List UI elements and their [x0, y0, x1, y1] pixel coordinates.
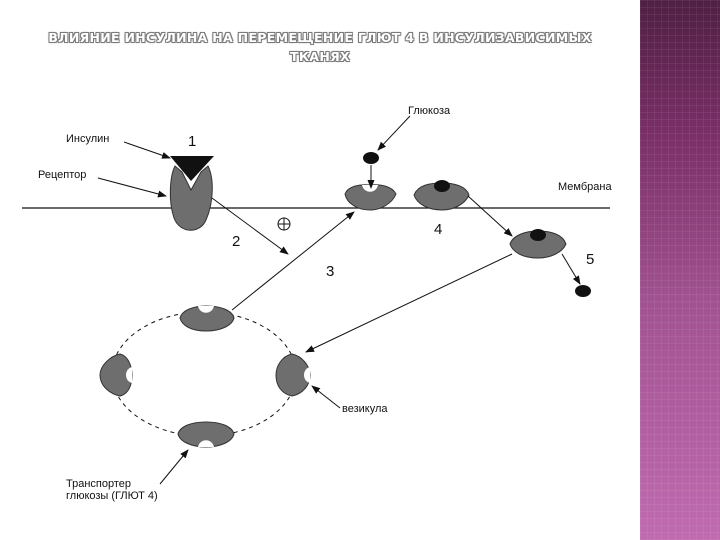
label-receptor: Рецептор	[38, 169, 86, 181]
label-insulin: Инсулин	[66, 133, 109, 145]
released-transporter	[509, 230, 567, 259]
plus-circle-icon	[277, 217, 291, 231]
vesicle-top-notch	[198, 306, 214, 313]
slide: ВЛИЯНИЕ ИНСУЛИНА НА ПЕРЕМЕЩЕНИЕ ГЛЮТ 4 В…	[22, 30, 613, 502]
membrane-transporter-1	[344, 184, 397, 211]
arrow-step2	[211, 197, 289, 255]
step-number-3: 3	[326, 263, 334, 280]
label-membrane: Мембрана	[558, 181, 612, 193]
glucose-molecule-released	[575, 285, 591, 297]
vesicle-transporter-left	[99, 353, 133, 397]
glut4-diagram: Глюкоза Инсулин Рецептор Мембрана везику…	[22, 105, 612, 502]
arrow-insulin-label	[123, 141, 171, 159]
slide-title: ВЛИЯНИЕ ИНСУЛИНА НА ПЕРЕМЕЩЕНИЕ ГЛЮТ 4 В…	[48, 30, 592, 64]
receptor-shape	[169, 165, 213, 231]
arrow-transporter-label	[159, 449, 189, 485]
glucose-bound-1	[434, 180, 450, 192]
label-transporter-line1: Транспортер	[66, 478, 131, 490]
arrow-step4	[467, 195, 513, 237]
arrow-recycle	[305, 253, 513, 353]
arrow-receptor-label	[97, 177, 167, 198]
arrow-glucose-label	[377, 115, 411, 151]
label-glucose: Глюкоза	[408, 105, 451, 117]
arrow-step3	[231, 211, 355, 311]
step-number-4: 4	[434, 221, 442, 238]
membrane-transporter-2	[413, 182, 470, 211]
step-number-5: 5	[586, 251, 594, 268]
insulin-triangle	[170, 156, 214, 181]
arrow-vesicle-label	[311, 385, 341, 409]
decorative-sidebar	[640, 0, 720, 540]
label-transporter-line2: глюкозы (ГЛЮТ 4)	[66, 490, 158, 502]
vesicle-transporter-right	[275, 353, 311, 397]
glucose-molecule-top	[363, 152, 379, 164]
vesicle-left-notch	[126, 367, 132, 383]
vesicle-transporter-top	[179, 305, 235, 332]
sidebar-pattern	[640, 0, 720, 540]
step-number-2: 2	[232, 233, 240, 250]
glucose-bound-2	[530, 229, 546, 241]
vesicle-transporter-bottom	[177, 421, 235, 448]
vesicle-right-notch	[304, 367, 310, 383]
label-vesicle: везикула	[342, 403, 388, 415]
arrow-step5	[561, 253, 581, 285]
vesicle-bottom-notch	[198, 440, 214, 447]
step-number-1: 1	[188, 133, 196, 150]
